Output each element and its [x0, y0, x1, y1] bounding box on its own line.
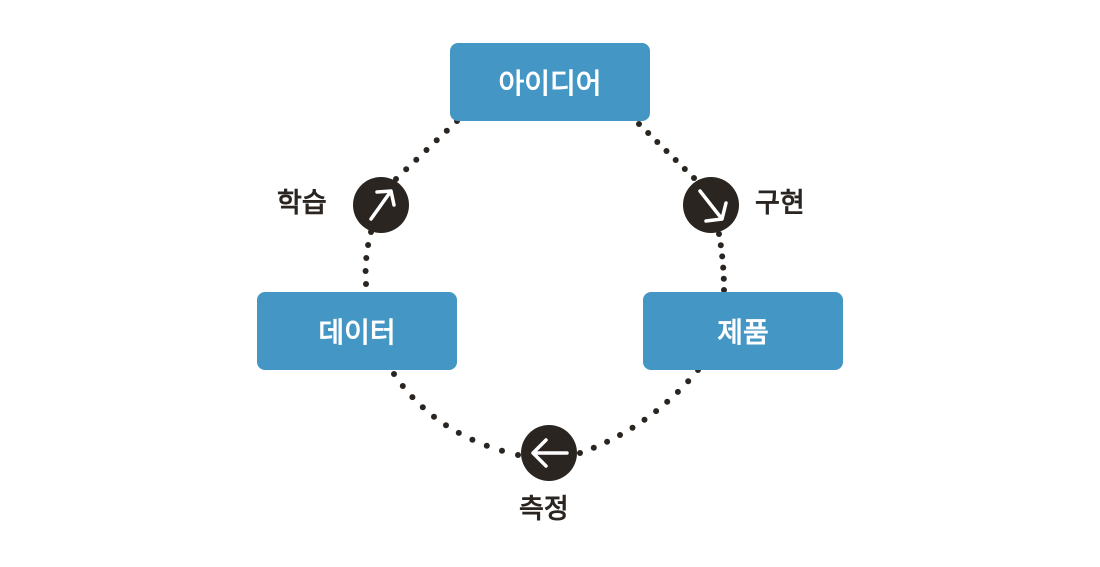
path-dot: [499, 447, 505, 454]
path-dot: [363, 281, 369, 287]
path-dot: [403, 166, 410, 173]
path-dot: [685, 378, 692, 385]
arrow-left-icon: [521, 425, 577, 481]
path-dot: [423, 147, 430, 153]
path-dot: [641, 416, 648, 423]
path-dot: [433, 137, 440, 144]
path-dot: [681, 166, 688, 172]
path-dot: [636, 121, 642, 127]
path-dot: [443, 422, 449, 429]
path-dot: [515, 452, 521, 458]
path-dot: [362, 268, 369, 274]
path-dot: [455, 429, 462, 436]
path-dot: [443, 127, 450, 134]
path-dot: [365, 242, 372, 248]
path-dot: [719, 253, 726, 260]
dotted-cycle-path: [362, 118, 727, 458]
data-label: 데이터: [318, 316, 396, 349]
path-dot: [483, 442, 490, 449]
arrow-build-glyph: [698, 189, 728, 223]
path-dot: [717, 242, 724, 249]
idea-label: 아이디어: [498, 67, 602, 100]
idea-box: 아이디어: [450, 43, 650, 121]
learn-step-label: 학습: [277, 188, 327, 219]
path-dot: [577, 450, 583, 456]
path-dot: [409, 394, 416, 401]
arrow-up-right-icon: [353, 177, 409, 233]
arrow-measure-glyph: [531, 438, 569, 468]
path-dot: [419, 404, 426, 411]
path-dot: [629, 424, 636, 431]
path-dot: [654, 139, 661, 145]
arrow-down-right-icon: [683, 177, 739, 233]
data-box: 데이터: [257, 292, 457, 370]
path-dot: [691, 175, 697, 181]
path-dot: [363, 255, 370, 261]
arrow-learn-glyph: [369, 189, 396, 221]
path-dot: [721, 287, 727, 293]
path-dot: [716, 231, 722, 237]
path-dot: [663, 148, 670, 154]
product-label: 제품: [717, 316, 769, 349]
path-dot: [413, 156, 420, 163]
path-dot: [617, 432, 623, 438]
path-dot: [720, 275, 727, 282]
path-dot: [469, 436, 476, 443]
measure-step-label: 측정: [519, 494, 569, 525]
path-dot: [604, 438, 611, 445]
path-dot: [674, 388, 681, 395]
build-step-label: 구현: [755, 188, 805, 219]
path-dot: [653, 408, 660, 415]
path-dot: [391, 371, 397, 377]
product-box: 제품: [643, 292, 843, 370]
path-dot: [399, 383, 406, 389]
path-dot: [664, 398, 671, 405]
path-dot: [645, 130, 652, 136]
path-dot: [590, 444, 597, 451]
path-dot: [720, 264, 727, 271]
path-dot: [672, 157, 679, 163]
path-dot: [431, 413, 437, 420]
